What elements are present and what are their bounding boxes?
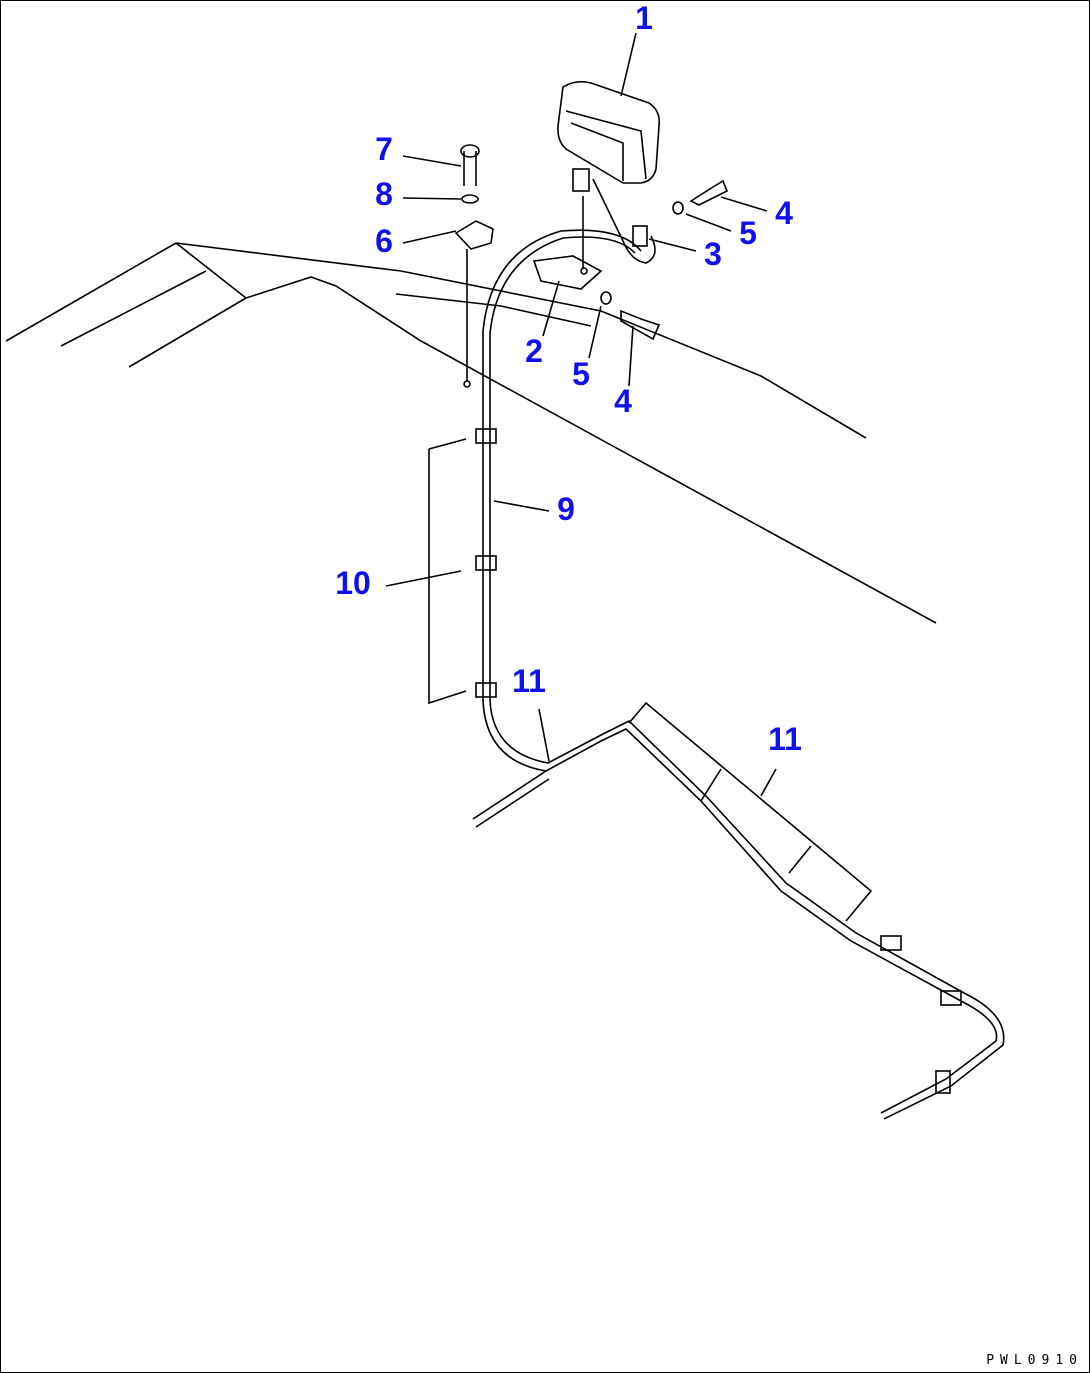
callout-7: 7 <box>375 131 393 167</box>
wire-harness <box>428 229 1005 1120</box>
callout-4-lower: 4 <box>614 383 632 419</box>
callout-11-right: 11 <box>768 721 802 757</box>
callout-5-upper: 5 <box>739 215 757 251</box>
work-lamp <box>557 80 661 269</box>
callout-10: 10 <box>335 565 371 601</box>
leader-lines <box>385 32 777 797</box>
callout-9: 9 <box>557 491 575 527</box>
brackets <box>454 144 729 388</box>
callout-3: 3 <box>704 236 722 272</box>
drawing-code: PWL0910 <box>986 1353 1083 1368</box>
callout-1: 1 <box>635 0 653 36</box>
callout-2: 2 <box>525 333 543 369</box>
callout-5-lower: 5 <box>572 356 590 392</box>
callout-6: 6 <box>375 223 393 259</box>
callout-11-left: 11 <box>512 663 546 699</box>
callout-8: 8 <box>375 176 393 212</box>
callout-4-upper: 4 <box>775 195 793 231</box>
machine-body-outline <box>5 242 937 624</box>
